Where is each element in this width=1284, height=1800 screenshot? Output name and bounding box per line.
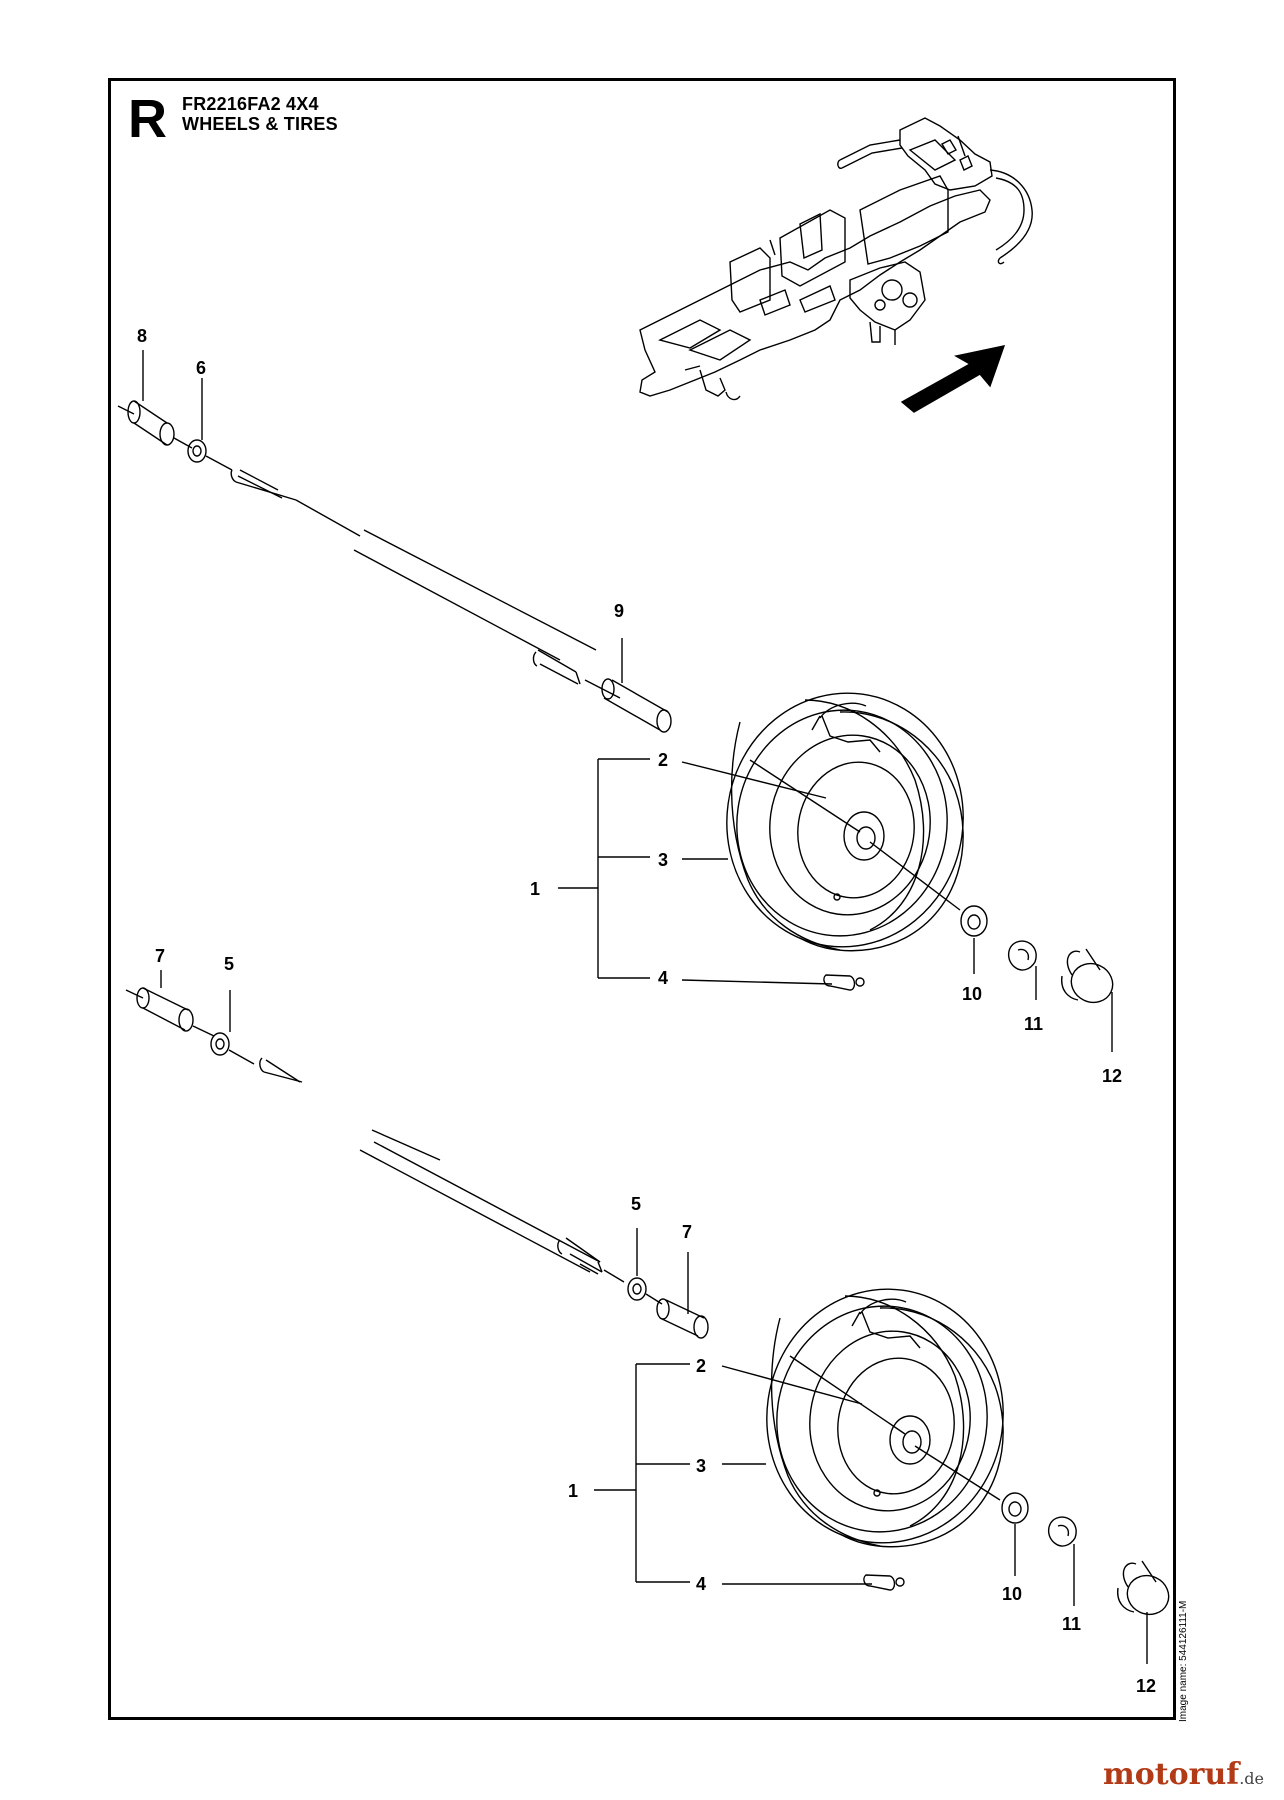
valve-stem-4-upper-part (823, 974, 865, 991)
callout-12-upper: 12 (1102, 1066, 1122, 1086)
direction-arrow-icon (900, 345, 1006, 413)
watermark-tld: .de (1239, 1769, 1264, 1788)
callout-4-upper: 4 (658, 968, 668, 988)
cap-12-lower-part (1117, 1560, 1170, 1616)
callout-11-upper: 11 (1024, 1014, 1043, 1034)
spacer-7-lower-part (656, 1298, 709, 1339)
spacer-9-part (601, 678, 672, 733)
callout-5-lower: 5 (631, 1194, 641, 1214)
clip-11-part (1007, 940, 1037, 971)
callout-6: 6 (196, 358, 206, 378)
callout-8: 8 (137, 326, 147, 346)
washer-6-part (187, 439, 207, 463)
callout-5-middle: 5 (224, 954, 234, 974)
callout-2-lower: 2 (696, 1356, 706, 1376)
model-title: FR2216FA2 4X4 (182, 94, 319, 114)
callout-3-upper: 3 (658, 850, 668, 870)
image-reference-label: Image name: 544126111-M (1178, 1600, 1189, 1722)
section-title: WHEELS & TIRES (182, 114, 338, 134)
bushing-7-part (136, 987, 194, 1032)
callout-1-upper: 1 (530, 879, 540, 899)
washer-5-lower-part (627, 1277, 647, 1301)
washer-5-part (210, 1032, 230, 1056)
callout-12-lower: 12 (1136, 1676, 1156, 1696)
watermark-logo: motoruf.de (1103, 1757, 1264, 1792)
watermark-brand: motoruf (1103, 1757, 1240, 1792)
washer-10-lower-part (1001, 1492, 1029, 1524)
callout-9: 9 (614, 601, 624, 621)
callout-7-middle: 7 (155, 946, 165, 966)
lower-wheel-part (766, 1288, 1004, 1548)
drawing-frame (108, 78, 1176, 1720)
washer-10-part (960, 905, 988, 937)
cap-12-part (1061, 948, 1114, 1004)
upper-wheel-part (726, 692, 964, 952)
callout-3-lower: 3 (696, 1456, 706, 1476)
callout-10-upper: 10 (962, 984, 982, 1004)
callout-7-lower: 7 (682, 1222, 692, 1242)
valve-stem-4-lower-part (863, 1574, 905, 1591)
callout-11-lower: 11 (1062, 1614, 1081, 1634)
bushing-8-part (127, 400, 175, 446)
callout-4-lower: 4 (696, 1574, 706, 1594)
callout-10-lower: 10 (1002, 1584, 1022, 1604)
clip-11-lower-part (1047, 1516, 1077, 1547)
tractor-frame-thumbnail (639, 117, 1033, 401)
section-letter: R (128, 89, 167, 149)
callout-2-upper: 2 (658, 750, 668, 770)
callout-1-lower: 1 (568, 1481, 578, 1501)
